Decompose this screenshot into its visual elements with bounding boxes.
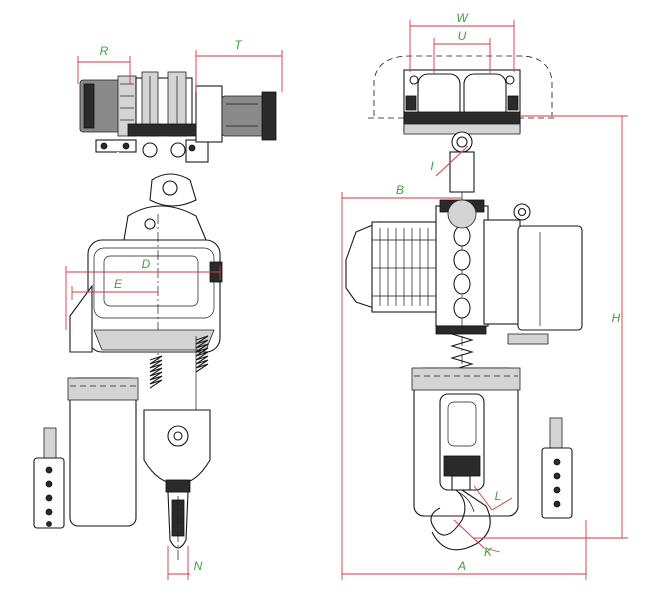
dim-H: H bbox=[474, 115, 628, 539]
pendant-control bbox=[33, 427, 65, 529]
hoist-body bbox=[87, 205, 223, 360]
motor-fins bbox=[345, 221, 439, 313]
dim-label-T: T bbox=[234, 38, 243, 52]
front-view: W U I B H L bbox=[341, 11, 628, 580]
dim-N: N bbox=[167, 546, 203, 580]
dim-label-D: D bbox=[142, 257, 151, 271]
dim-I: I bbox=[430, 145, 469, 177]
dim-label-E: E bbox=[114, 277, 123, 291]
dim-label-B: B bbox=[396, 183, 404, 197]
dim-label-H: H bbox=[612, 311, 621, 325]
suspension-link bbox=[449, 131, 475, 193]
dim-label-W: W bbox=[456, 11, 469, 25]
dim-K: K bbox=[453, 519, 501, 559]
dim-label-N: N bbox=[194, 559, 203, 573]
hook-block bbox=[430, 393, 491, 551]
dim-label-R: R bbox=[100, 44, 109, 58]
chain-springs bbox=[149, 335, 209, 410]
dim-label-U: U bbox=[458, 29, 467, 43]
dim-label-I: I bbox=[430, 159, 434, 173]
dim-B: B bbox=[341, 183, 462, 580]
bottom-block bbox=[143, 409, 211, 560]
dim-L: L bbox=[473, 485, 513, 511]
side-view: R T D E N bbox=[33, 38, 283, 580]
dim-label-K: K bbox=[484, 545, 493, 559]
trolley-center bbox=[127, 71, 209, 163]
trolley-left-motor bbox=[79, 75, 137, 153]
pendant-control-right bbox=[541, 417, 573, 519]
dim-label-L: L bbox=[495, 489, 502, 503]
dim-A: A bbox=[342, 520, 587, 580]
dim-W: W bbox=[409, 11, 515, 72]
trolley-right-motor bbox=[195, 85, 277, 143]
dim-U: U bbox=[433, 29, 491, 74]
left-housing bbox=[67, 284, 139, 527]
trolley-frame bbox=[403, 69, 521, 135]
dim-D: D bbox=[65, 257, 221, 330]
dim-label-A: A bbox=[457, 559, 466, 573]
top-suspension bbox=[149, 173, 197, 207]
dim-R: R bbox=[77, 44, 131, 84]
dim-E: E bbox=[71, 277, 158, 300]
dim-T: T bbox=[195, 38, 283, 92]
